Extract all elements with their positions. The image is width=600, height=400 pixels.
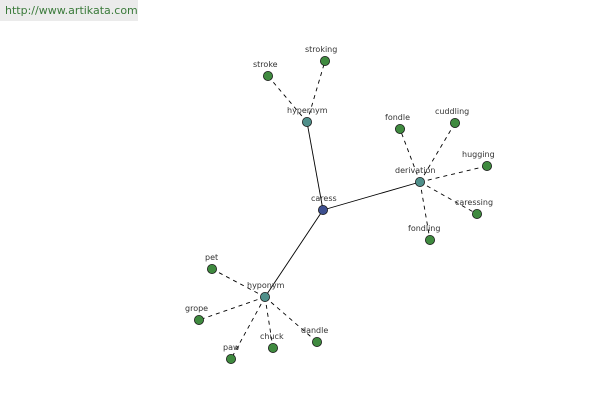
center-node-caress[interactable]: caress — [311, 194, 337, 215]
term-node-marker[interactable] — [206, 263, 217, 274]
relation-node-label: hypernym — [287, 106, 328, 115]
edge-hyponym-pet — [211, 268, 266, 298]
term-node-label: fondling — [408, 224, 440, 233]
relation-node-marker[interactable] — [259, 291, 270, 302]
term-node-label: dandle — [301, 326, 328, 335]
edge-hypernym-stroke — [267, 75, 308, 123]
relation-node-marker[interactable] — [301, 117, 312, 128]
term-node-label: cuddling — [435, 107, 469, 116]
edge-hyponym-dandle — [264, 296, 318, 343]
center-node-marker[interactable] — [317, 204, 328, 215]
edge-derivation-fondle — [399, 128, 421, 183]
term-node-label: paw — [223, 343, 240, 352]
term-node-marker[interactable] — [394, 124, 405, 135]
term-node-label: fondle — [385, 113, 410, 122]
term-node-marker[interactable] — [262, 71, 273, 82]
term-node-marker[interactable] — [449, 118, 460, 129]
term-node-label: caressing — [455, 198, 493, 207]
term-node-marker[interactable] — [311, 336, 322, 347]
graph-edges — [198, 60, 488, 360]
term-node-marker[interactable] — [481, 160, 492, 171]
term-node-marker[interactable] — [319, 56, 330, 67]
center-node-label: caress — [311, 194, 337, 203]
site-url-banner[interactable]: http://www.artikata.com — [0, 0, 138, 21]
term-node-marker[interactable] — [267, 342, 278, 353]
relation-node-hyponym[interactable]: hyponym — [247, 281, 285, 302]
edge-derivation-fondling — [419, 181, 431, 241]
edge-hyponym-paw — [230, 296, 266, 360]
term-node-caressing[interactable]: caressing — [455, 198, 493, 219]
term-node-label: hugging — [462, 150, 495, 159]
term-node-label: stroke — [253, 60, 278, 69]
relation-node-hypernym[interactable]: hypernym — [287, 106, 328, 128]
term-node-fondle[interactable]: fondle — [385, 113, 410, 135]
term-node-label: stroking — [305, 45, 337, 54]
term-node-stroking[interactable]: stroking — [305, 45, 337, 67]
term-node-hugging[interactable]: hugging — [462, 150, 495, 171]
term-node-cuddling[interactable]: cuddling — [435, 107, 469, 129]
edge-caress-hypernym — [306, 121, 324, 211]
relation-node-marker[interactable] — [414, 176, 425, 187]
term-node-marker[interactable] — [424, 234, 435, 245]
edge-derivation-cuddling — [419, 122, 456, 183]
term-node-grope[interactable]: grope — [185, 304, 208, 325]
term-node-marker[interactable] — [225, 353, 236, 364]
graph-nodes: stroke stroking fondle cuddling hugging cares… — [185, 45, 495, 364]
term-node-chuck[interactable]: chuck — [260, 332, 284, 353]
term-node-label: chuck — [260, 332, 284, 341]
term-node-pet[interactable]: pet — [205, 253, 218, 274]
edge-hyponym-grope — [198, 296, 266, 321]
term-node-marker[interactable] — [193, 314, 204, 325]
term-node-fondling[interactable]: fondling — [408, 224, 440, 245]
term-node-dandle[interactable]: dandle — [301, 326, 328, 347]
edge-hypernym-stroking — [306, 60, 326, 123]
term-node-stroke[interactable]: stroke — [253, 60, 278, 82]
relation-node-label: hyponym — [247, 281, 285, 290]
term-node-paw[interactable]: paw — [223, 343, 240, 364]
edge-derivation-caressing — [419, 181, 478, 215]
term-node-label: pet — [205, 253, 218, 262]
relation-node-derivation[interactable]: derivation — [395, 166, 435, 187]
term-node-marker[interactable] — [471, 208, 482, 219]
edge-caress-hyponym — [264, 209, 324, 298]
relation-node-label: derivation — [395, 166, 435, 175]
edge-caress-derivation — [322, 181, 421, 211]
edge-derivation-hugging — [419, 165, 488, 183]
term-node-label: grope — [185, 304, 208, 313]
edge-hyponym-chuck — [264, 296, 274, 349]
